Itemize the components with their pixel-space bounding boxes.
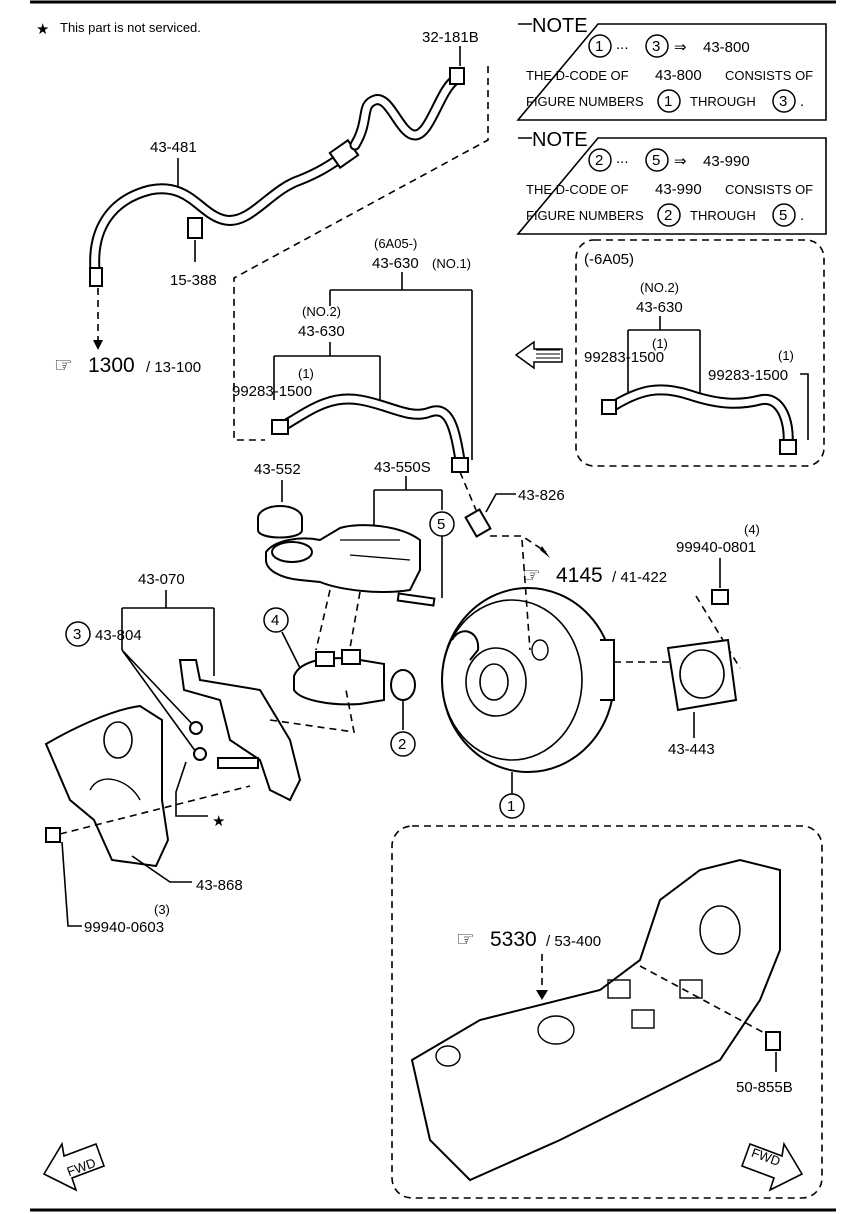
hose-43-630 <box>271 393 469 473</box>
note-2-code: 43-990 <box>703 153 750 170</box>
note-2-to: 5 <box>652 152 660 169</box>
o-ring <box>390 669 416 701</box>
note-2-line1-code: 43-990 <box>655 181 702 198</box>
note-1-dots: ... <box>616 36 629 53</box>
note-2-line2-to: 5 <box>779 207 787 224</box>
inset-qty1a: (1) <box>652 336 668 351</box>
label-43-552: 43-552 <box>254 461 301 478</box>
label-no2: (NO.2) <box>302 304 341 319</box>
cover-43-868 <box>44 704 170 868</box>
label-99940-0801: 99940-0801 <box>676 539 756 556</box>
label-no1: (NO.1) <box>432 256 471 271</box>
ref-13-100: / 13-100 <box>146 359 201 376</box>
note-1-line2: FIGURE NUMBERS <box>526 94 644 109</box>
circle-5: 5 <box>437 516 445 533</box>
nut-99940-0603 <box>45 827 61 843</box>
circle-2: 2 <box>398 736 406 753</box>
label-43-443: 43-443 <box>668 741 715 758</box>
inset-43-630: 43-630 <box>636 299 683 316</box>
note-box-2: NOTE 2 ... 5 ⇒ 43-990 THE D-CODE OF 43-9… <box>516 129 827 235</box>
note-2-dots: ... <box>616 150 629 167</box>
note-2-from: 2 <box>595 152 603 169</box>
bracket-43-070 <box>178 659 302 802</box>
label-43-630-no1: 43-630 <box>372 255 419 272</box>
dash-panel-inset <box>391 825 823 1199</box>
svg-text:.: . <box>800 207 804 224</box>
inset-title: (-6A05) <box>584 251 634 268</box>
label-43-868: 43-868 <box>196 877 243 894</box>
note-2-arrow: ⇒ <box>674 153 687 170</box>
ref-4145: 4145 <box>556 564 603 587</box>
note-2-line1-tail: CONSISTS OF <box>725 182 813 197</box>
note-1-line1-tail: CONSISTS OF <box>725 68 813 83</box>
circle-1: 1 <box>507 798 515 815</box>
note-2-line2-through: THROUGH <box>690 208 756 223</box>
label-43-550s: 43-550S <box>374 459 431 476</box>
note-1-arrow: ⇒ <box>674 39 687 56</box>
vacuum-hose <box>89 67 465 287</box>
label-32-181b: 32-181B <box>422 29 479 46</box>
label-99283-1500: 99283-1500 <box>232 383 312 400</box>
label-43-630-no2: 43-630 <box>298 323 345 340</box>
fwd-arrow-left: FWD <box>42 1141 106 1192</box>
reservoir-cap <box>257 505 303 539</box>
gasket-43-443 <box>666 638 738 712</box>
note-1-line2-through: THROUGH <box>690 94 756 109</box>
label-qty1: (1) <box>298 366 314 381</box>
ref-41-422: / 41-422 <box>612 569 667 586</box>
ref-arrow-4145: ☞ <box>522 564 541 587</box>
ref-arrow-5330: ☞ <box>456 928 475 951</box>
note-2-line1: THE D-CODE OF <box>526 182 629 197</box>
inset-6a05: (-6A05) (NO.2) 43-630 (1) 99283-1500 (1)… <box>575 239 825 467</box>
note-1-line2-to: 3 <box>779 93 787 110</box>
label-43-481: 43-481 <box>150 139 197 156</box>
fwd-arrow-right: FWD <box>740 1141 804 1192</box>
svg-text:.: . <box>800 93 804 110</box>
note-1-title: NOTE <box>532 15 588 37</box>
label-qty4: (4) <box>744 522 760 537</box>
brake-booster <box>441 587 615 773</box>
circle-4: 4 <box>271 612 279 629</box>
circle-3: 3 <box>73 626 81 643</box>
ref-53-400: / 53-400 <box>546 933 601 950</box>
note-1-line2-from: 1 <box>664 93 672 110</box>
note-box-1: NOTE 1 ... 3 ⇒ 43-800 THE D-CODE OF 43-8… <box>516 15 827 121</box>
label-15-388: 15-388 <box>170 272 217 289</box>
label-6a05: (6A05-) <box>374 236 417 251</box>
label-99940-0603: 99940-0603 <box>84 919 164 936</box>
label-qty3: (3) <box>154 902 170 917</box>
note-2-line2: FIGURE NUMBERS <box>526 208 644 223</box>
ref-1300: 1300 <box>88 354 135 377</box>
not-serviced-note: This part is not serviced. <box>60 20 201 35</box>
note-2-line2-from: 2 <box>664 207 672 224</box>
note-1-line1: THE D-CODE OF <box>526 68 629 83</box>
note-1-code: 43-800 <box>703 39 750 56</box>
label-43-804: 43-804 <box>95 627 142 644</box>
nut-99940-0801 <box>711 589 729 605</box>
fitting-43-826 <box>464 508 492 538</box>
note-1-to: 3 <box>652 38 660 55</box>
reservoir <box>265 524 436 607</box>
label-43-070: 43-070 <box>138 571 185 588</box>
label-50-855b: 50-855B <box>736 1079 793 1096</box>
not-serviced-star-marker: ★ <box>212 813 225 830</box>
inset-arrow <box>514 340 563 370</box>
ref-arrow-1300: ☞ <box>54 354 73 377</box>
note-2-title: NOTE <box>532 129 588 151</box>
note-1-from: 1 <box>595 38 603 55</box>
master-cylinder <box>293 649 385 706</box>
inset-qty1b: (1) <box>778 348 794 363</box>
inset-99283-a: 99283-1500 <box>584 349 664 366</box>
ref-5330: 5330 <box>490 928 537 951</box>
not-serviced-star: ★ <box>36 21 49 38</box>
inset-no2: (NO.2) <box>640 280 679 295</box>
clip-50-855b <box>765 1031 781 1051</box>
label-43-826: 43-826 <box>518 487 565 504</box>
note-1-line1-code: 43-800 <box>655 67 702 84</box>
inset-99283-b: 99283-1500 <box>708 367 788 384</box>
